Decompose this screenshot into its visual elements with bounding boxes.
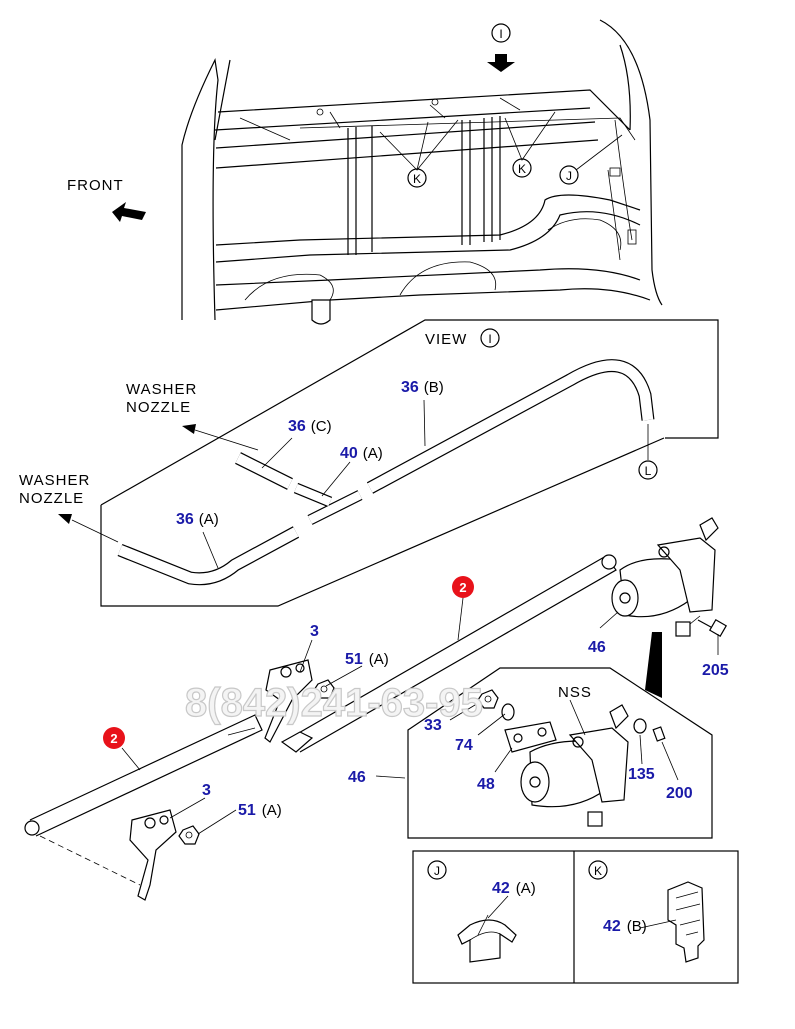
part-36b: 36(B) — [401, 379, 444, 396]
part-200: 200 — [666, 785, 693, 802]
vehicle-panel-drawing — [181, 19, 663, 325]
washer-label-lower: WASHER — [19, 472, 90, 489]
wiper-linkage: 2 2 3 51(A) 3 51(A) 46 205 46 — [24, 517, 729, 901]
part-3-lower: 3 — [202, 782, 211, 799]
part-42a: 42(A) — [492, 880, 536, 897]
part-3-upper: 3 — [310, 623, 319, 640]
front-label: FRONT — [67, 177, 124, 194]
callout-j: J — [566, 169, 572, 183]
part-33: 33 — [424, 717, 442, 734]
part-51a-lower: 51(A) — [238, 802, 282, 819]
view-i-title: VIEW — [425, 331, 467, 348]
part-205: 205 — [702, 662, 729, 679]
view-i-title-circle: I — [488, 332, 491, 346]
callout-k-right: K — [518, 162, 526, 176]
part-46-upper: 46 — [588, 639, 606, 656]
phone-watermark: 8(842)241-63-95 — [185, 681, 483, 725]
part-46-lower: 46 — [348, 769, 366, 786]
pointer-wedge-icon — [645, 632, 662, 698]
part-40a: 40(A) — [340, 445, 383, 462]
nozzle-label-lower: NOZZLE — [19, 490, 84, 507]
part-48: 48 — [477, 776, 495, 793]
nss-detail-inset: NSS 33 74 48 135 200 — [407, 667, 713, 839]
box-k-label: K — [594, 864, 602, 878]
view-down-arrow-icon — [487, 54, 515, 72]
part-74: 74 — [455, 737, 473, 754]
front-arrow-icon — [112, 202, 146, 222]
washer-label-upper: WASHER — [126, 381, 197, 398]
arrow-to-washer-nozzle-upper-icon — [182, 424, 196, 434]
part-135: 135 — [628, 766, 655, 783]
view-i-label: I — [499, 27, 502, 41]
box-j-label: J — [434, 864, 440, 878]
part-51a-upper: 51(A) — [345, 651, 389, 668]
callout-k-group: K K — [379, 111, 556, 188]
svg-text:2: 2 — [459, 580, 466, 595]
part-42b: 42(B) — [603, 918, 647, 935]
part-36c: 36(C) — [288, 418, 332, 435]
view-i-inset: VIEW I L WASHER NOZZLE WASHER NOZZLE — [19, 319, 719, 607]
svg-text:2: 2 — [110, 731, 117, 746]
callout-j-group: J — [559, 134, 623, 185]
callout-l: L — [645, 464, 652, 478]
part-36a: 36(A) — [176, 511, 219, 528]
nozzle-label-upper: NOZZLE — [126, 399, 191, 416]
badge-2-upper: 2 — [452, 576, 474, 598]
nss-label: NSS — [558, 684, 592, 701]
view-i-indicator: I — [487, 23, 515, 72]
callout-k-left: K — [413, 172, 421, 186]
arrow-to-washer-nozzle-lower-icon — [58, 514, 72, 524]
front-indicator: FRONT — [67, 177, 146, 222]
badge-2-lower: 2 — [103, 727, 125, 749]
jk-detail-boxes: J 42(A) K 42(B) — [412, 850, 739, 984]
